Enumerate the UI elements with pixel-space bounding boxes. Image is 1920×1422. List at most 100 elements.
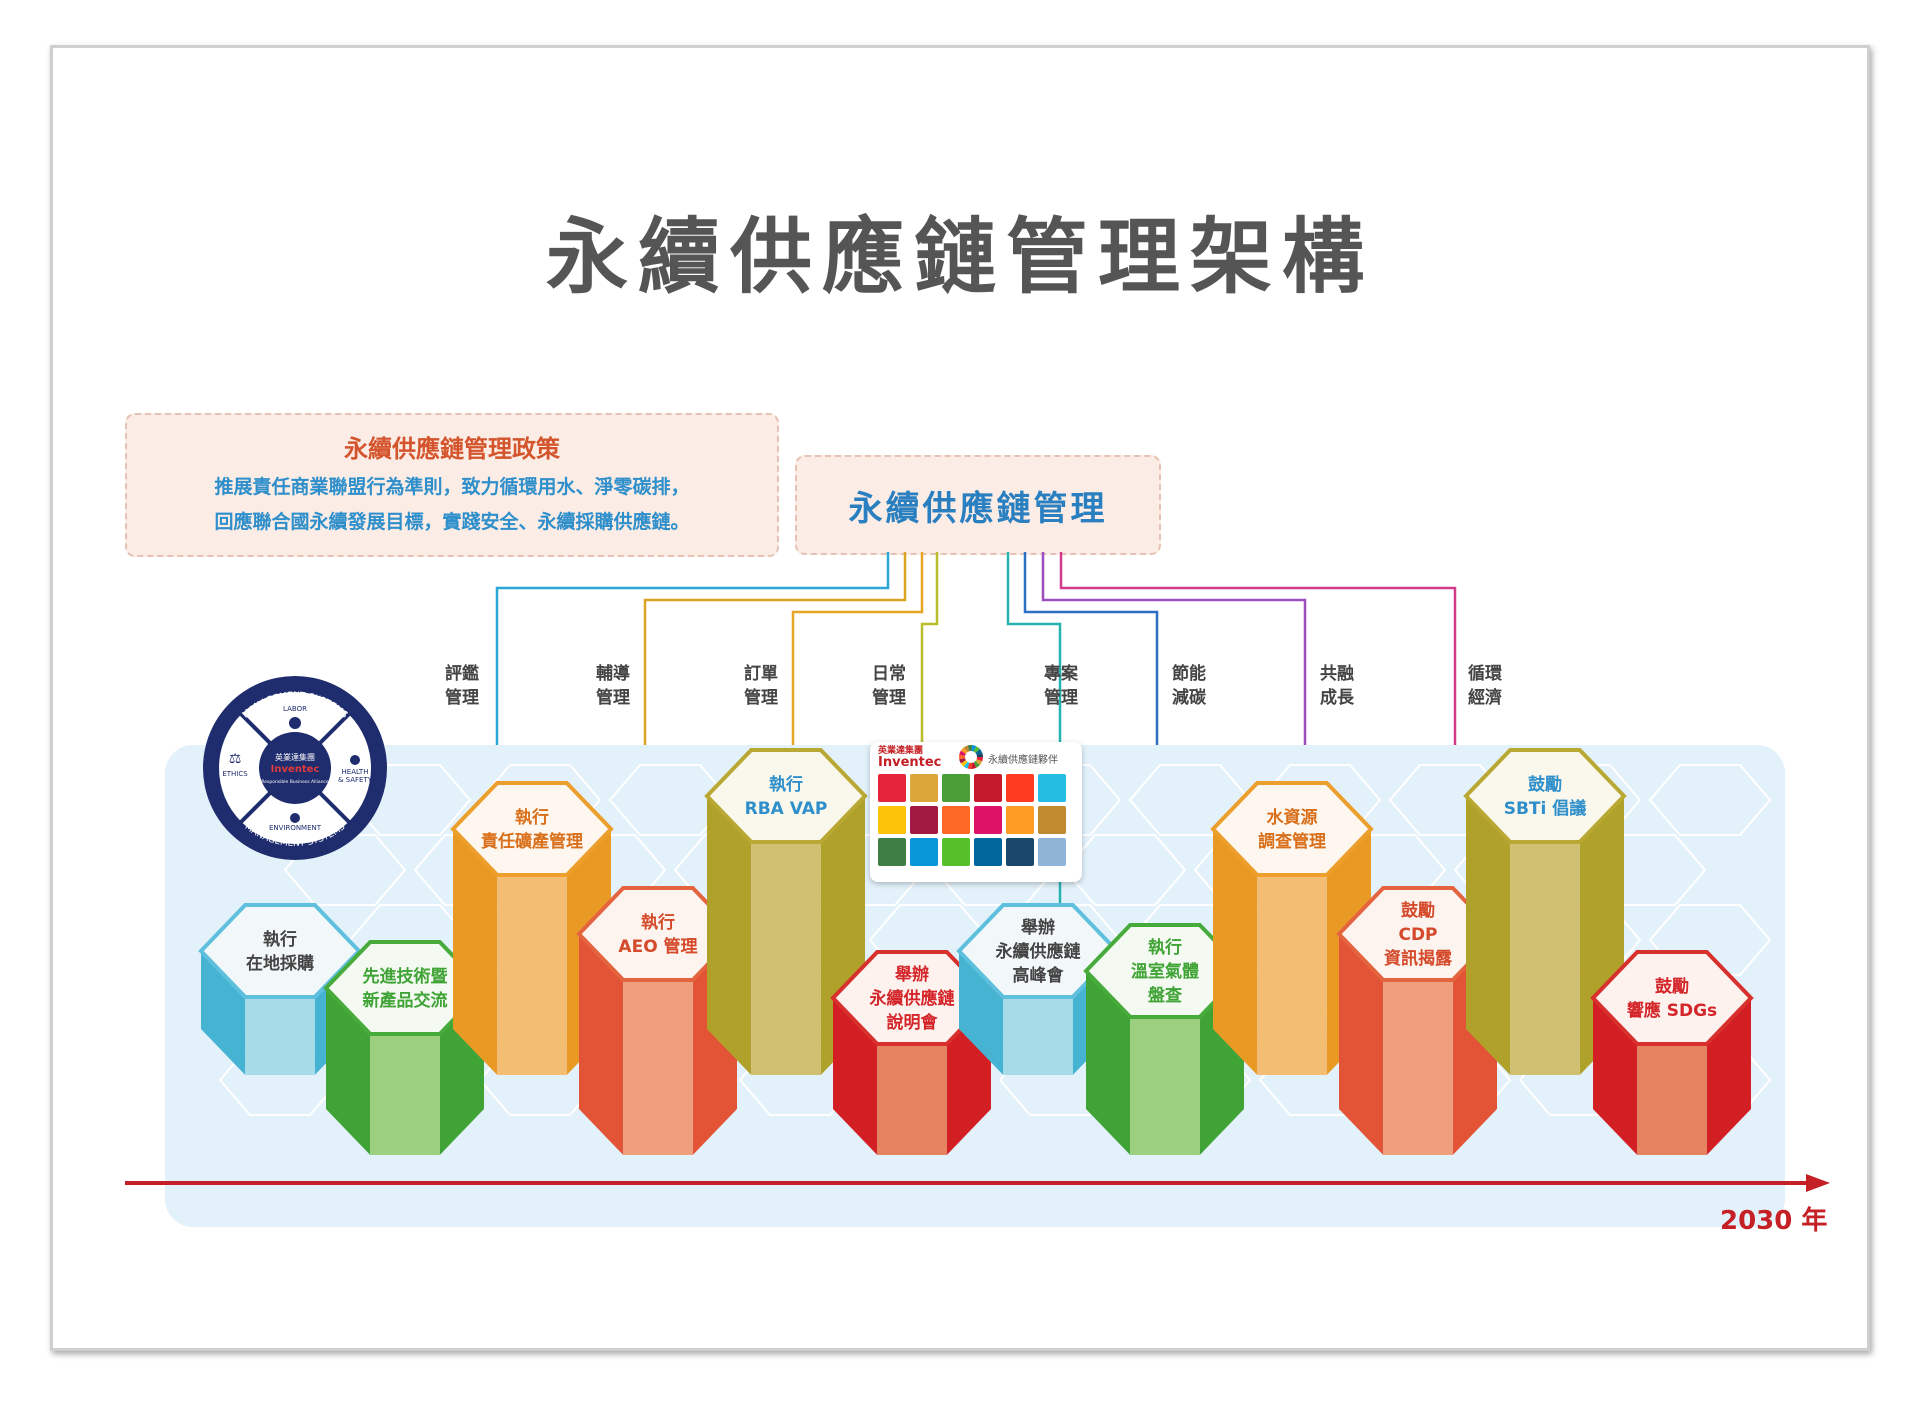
- sdg-goal-tile: [878, 838, 906, 866]
- hex-label: 執行: [263, 929, 297, 950]
- policy-box: 永續供應鏈管理政策 推展責任商業聯盟行為準則，致力循環用水、淨零碳排， 回應聯合…: [125, 413, 779, 557]
- category-label-2: 訂單管理: [744, 664, 778, 708]
- hex-side-left: [326, 988, 371, 1155]
- hex-label: 響應 SDGs: [1627, 1000, 1717, 1021]
- hex-side-left: [959, 951, 1004, 1075]
- hex-front: [1383, 980, 1453, 1155]
- hex-top: [1463, 748, 1627, 844]
- sdg-goal-tile: [974, 838, 1002, 866]
- category-label-1: 輔導管理: [596, 664, 630, 708]
- hex-label: 說明會: [887, 1012, 939, 1033]
- rba-safety-text: & SAFETY: [338, 776, 373, 784]
- hex-top: [1590, 950, 1754, 1046]
- hex-front: [497, 875, 567, 1075]
- hex-side-left: [1339, 934, 1384, 1155]
- timeline-label: 2030 年: [1720, 1206, 1828, 1236]
- sdg-goal-tile: [1038, 806, 1066, 834]
- connector-line-7: [1059, 552, 1457, 745]
- connector-line-6: [1041, 552, 1307, 745]
- scales-icon: ⚖: [229, 751, 242, 767]
- category-label-7: 循環經濟: [1468, 664, 1502, 708]
- leaf-icon: [290, 813, 300, 823]
- sdg-goal-tile: [878, 774, 906, 802]
- hex-side-left: [1593, 998, 1638, 1155]
- sdg-goal-tile: [910, 806, 938, 834]
- sdg-card: 英業達集團 Inventec 永續供應鏈夥伴: [870, 742, 1082, 882]
- sdg-goal-tile: [974, 806, 1002, 834]
- hex-side-left: [453, 829, 498, 1075]
- policy-line-2: 回應聯合國永續發展目標，實踐安全、永續採購供應鏈。: [214, 511, 690, 533]
- hex-front: [1257, 875, 1327, 1075]
- hex-label: 先進技術暨: [363, 966, 448, 987]
- hex-label: 高峰會: [1013, 965, 1065, 986]
- hex-label: SBTi 倡議: [1504, 798, 1587, 819]
- sdg-card-brand-en: Inventec: [878, 755, 942, 770]
- hex-label: AEO 管理: [618, 936, 697, 957]
- hex-side-left: [201, 951, 246, 1075]
- rba-labor-text: LABOR: [283, 705, 307, 713]
- health-icon: [350, 755, 360, 765]
- hex-label: 水資源: [1267, 807, 1318, 828]
- hex-label: 溫室氣體: [1131, 961, 1199, 982]
- sdg-goal-tile: [942, 774, 970, 802]
- hex-side-left: [707, 796, 752, 1075]
- hex-label: 執行: [1148, 937, 1182, 958]
- hex-label: 執行: [515, 807, 549, 828]
- sdg-goal-tile: [974, 774, 1002, 802]
- sdg-goal-tile: [1006, 774, 1034, 802]
- hex-label: 鼓勵: [1655, 976, 1689, 997]
- sdg-goal-tile: [910, 838, 938, 866]
- connector-line-2: [791, 552, 924, 745]
- hex-front: [1003, 997, 1073, 1075]
- sdg-card-brand-cn: 英業達集團: [878, 746, 924, 756]
- hex-label: 新產品交流: [363, 990, 448, 1011]
- hex-front: [1510, 842, 1580, 1075]
- hex-side-left: [1213, 829, 1258, 1075]
- rba-health-text: HEALTH: [342, 768, 369, 776]
- hex-side-left: [1086, 971, 1131, 1155]
- hex-top: [704, 748, 868, 844]
- honeycomb-cell: [1063, 834, 1187, 906]
- sdg-goal-tile: [1006, 806, 1034, 834]
- hex-side-left: [579, 934, 624, 1155]
- sdg-goal-tile: [878, 806, 906, 834]
- rba-environment-text: ENVIRONMENT: [269, 824, 322, 832]
- sdg-card-brand: 英業達集團 Inventec: [878, 746, 941, 770]
- center-box: 永續供應鏈管理: [795, 455, 1161, 555]
- hex-side-right: [1706, 998, 1751, 1155]
- category-label-4: 專案管理: [1044, 664, 1078, 708]
- hex-label: 永續供應鏈: [869, 988, 955, 1009]
- hex-label: 責任礦產管理: [481, 831, 583, 852]
- hex-label: 資訊揭露: [1384, 948, 1453, 969]
- rba-circle-logo: MANAGEMENT SYSTEMS MANAGEMENT SYSTEMS LA…: [203, 676, 387, 860]
- sdg-goal-tile: [910, 774, 938, 802]
- connector-line-0: [495, 552, 890, 745]
- rba-ethics-text: ETHICS: [222, 770, 248, 778]
- hex-label: 執行: [769, 774, 803, 795]
- sdg-goal-tile: [942, 806, 970, 834]
- category-label-5: 節能減碳: [1172, 664, 1206, 708]
- rba-center-alliance: Responsible Business Alliance: [261, 779, 329, 785]
- sdg-goal-tile: [1038, 774, 1066, 802]
- sdg-goal-tile: [1038, 838, 1066, 866]
- labor-icon: [289, 717, 301, 729]
- category-label-6: 共融成長: [1320, 664, 1354, 708]
- rba-center-brand-cn: 英業達集團: [275, 752, 315, 762]
- hex-front: [370, 1034, 440, 1155]
- category-label-3: 日常管理: [872, 664, 906, 708]
- honeycomb-cell: [1648, 764, 1772, 836]
- rba-center-brand: Inventec: [271, 764, 320, 775]
- sdg-card-label: 永續供應鏈夥伴: [988, 755, 1058, 766]
- hex-label: 永續供應鏈: [995, 941, 1081, 962]
- hex-side-left: [833, 998, 878, 1155]
- hex-side-left: [1466, 796, 1511, 1075]
- hex-top: [450, 781, 614, 877]
- hex-label: 在地採購: [246, 953, 314, 974]
